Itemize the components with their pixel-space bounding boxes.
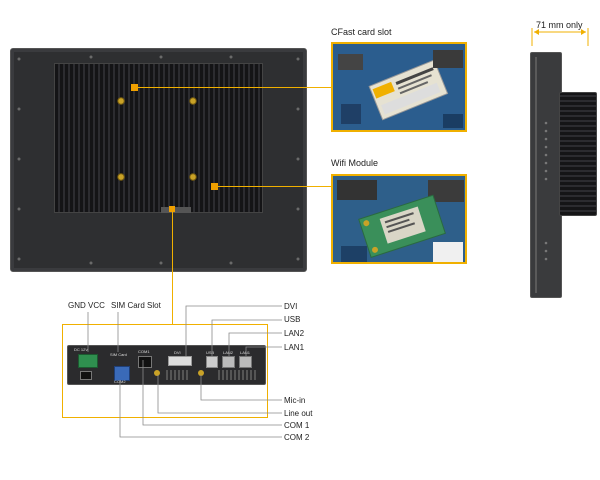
tiny-lan2: LAN2: [223, 350, 234, 355]
wifi-title: Wifi Module: [331, 158, 379, 168]
depth-label: 71 mm only: [536, 20, 583, 30]
io-marker: [169, 206, 175, 212]
cfast-leader-h: [138, 87, 333, 88]
tiny-dvi: DVI: [174, 350, 181, 355]
panel-back: [10, 48, 307, 272]
tiny-dc12v: DC 12V: [74, 347, 89, 352]
label-sim-slot: SIM Card Slot: [111, 301, 161, 310]
tiny-com2: COM2: [114, 379, 126, 384]
label-line-out: Line out: [284, 409, 313, 418]
side-view: [530, 52, 562, 298]
line-out-jack: [154, 370, 160, 376]
label-lan2: LAN2: [284, 329, 305, 338]
tiny-sim: SIM Card: [110, 352, 127, 357]
label-com1: COM 1: [284, 421, 310, 430]
lan2-port: [222, 356, 235, 368]
label-gnd-vcc: GND VCC: [68, 301, 105, 310]
label-usb: USB: [284, 315, 301, 324]
label-lan1: LAN1: [284, 343, 305, 352]
dvi-port: [168, 356, 192, 366]
bottom-io-strip: [161, 207, 191, 213]
vent-2: [218, 370, 258, 380]
label-dvi: DVI: [284, 302, 298, 311]
cfast-marker: [131, 84, 138, 91]
lan1-port: [239, 356, 252, 368]
chassis-screws: [17, 55, 300, 265]
tiny-usb: USB: [206, 350, 215, 355]
cfast-photo: [331, 42, 467, 132]
wifi-leader-h: [218, 186, 333, 187]
label-mic-in: Mic-in: [284, 396, 306, 405]
tiny-lan1: LAN1: [240, 350, 251, 355]
wifi-photo: [331, 174, 467, 264]
dc-jack: [78, 354, 98, 368]
heatsink: [54, 63, 263, 213]
wifi-marker: [211, 183, 218, 190]
usb-port: [206, 356, 218, 368]
side-heatsink: [559, 92, 597, 216]
label-com2: COM 2: [284, 433, 310, 442]
io-panel: DC 12V SIM Card COM2 COM1 DVI USB LAN2 L…: [67, 345, 266, 385]
depth-arrow: [531, 28, 589, 46]
mic-in-jack: [198, 370, 204, 376]
depth-dimension: 71 mm only: [532, 20, 592, 40]
vesa-studs: [117, 97, 197, 181]
cfast-title: CFast card slot: [331, 27, 392, 37]
vent-1: [166, 370, 190, 380]
io-leader-v: [172, 212, 173, 324]
com1-port: [138, 356, 152, 368]
tiny-com1: COM1: [138, 349, 150, 354]
power-switch: [80, 371, 92, 380]
